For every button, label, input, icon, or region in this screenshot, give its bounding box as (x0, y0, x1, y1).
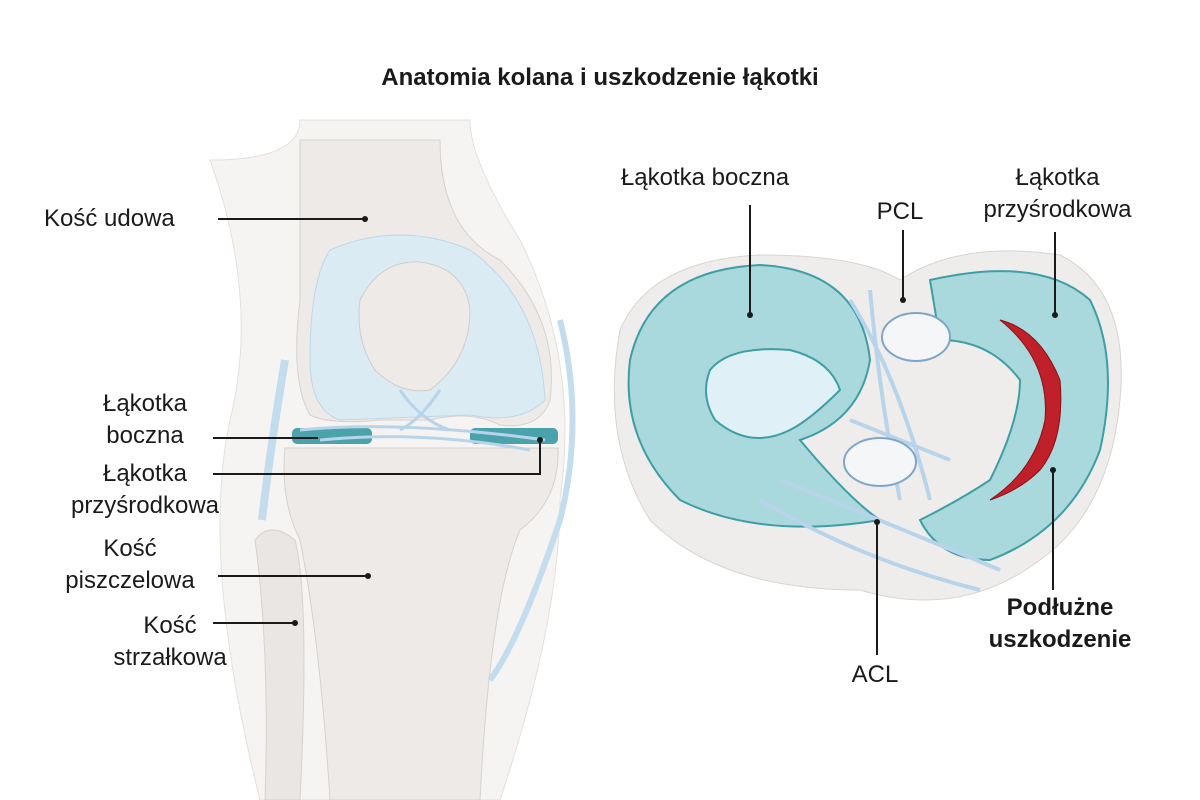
label-line: Łąkotka (102, 460, 188, 487)
label-line: strzałkowa (113, 644, 227, 671)
patella (358, 261, 471, 392)
label-line: Kość (143, 612, 197, 639)
medial-collateral-ligament (487, 319, 576, 682)
label-acl: ACL (851, 661, 899, 688)
label-line: Kość (103, 535, 157, 562)
label-line: uszkodzenie (988, 626, 1132, 653)
medial-meniscus-top (918, 270, 1109, 562)
label-line: Podłużne (1006, 594, 1114, 621)
acl-stump (843, 437, 917, 487)
label-fibula: Kość strzałkowa (95, 610, 245, 674)
label-line: przyśrodkowa (70, 492, 220, 519)
fibula (254, 529, 305, 800)
leader-dots (292, 216, 1058, 626)
label-medial-meniscus-top: Łąkotka przyśrodkowa (955, 162, 1160, 226)
label-medial-meniscus-front: Łąkotka przyśrodkowa (45, 458, 245, 522)
label-line: boczna (106, 422, 184, 449)
label-lateral-meniscus-front: Łąkotka boczna (85, 388, 205, 452)
tibia (283, 447, 559, 800)
label-tear: Podłużne uszkodzenie (965, 592, 1155, 656)
ligaments-front (299, 389, 546, 452)
front-knee-view (209, 119, 576, 800)
label-line: przyśrodkowa (983, 196, 1132, 223)
ligaments-top (758, 289, 1001, 592)
diagram-title: Anatomia kolana i uszkodzenie łąkotki (381, 64, 819, 91)
label-femur: Kość udowa (44, 205, 175, 232)
pcl-stump (881, 312, 951, 362)
tear-mark (989, 319, 1062, 501)
lateral-collateral-ligament (258, 359, 289, 521)
label-line: piszczelowa (65, 567, 195, 594)
label-lateral-meniscus-top: Łąkotka boczna (620, 164, 790, 191)
label-line: Łąkotka (102, 390, 188, 417)
leader-lines (213, 205, 1056, 655)
lateral-meniscus-front (292, 428, 372, 444)
label-pcl: PCL (876, 198, 924, 225)
tibial-plateau-view (613, 250, 1122, 601)
lateral-meniscus-center (705, 348, 842, 439)
label-tibia: Kość piszczelowa (45, 533, 215, 597)
label-line: Łąkotka (1015, 164, 1100, 191)
